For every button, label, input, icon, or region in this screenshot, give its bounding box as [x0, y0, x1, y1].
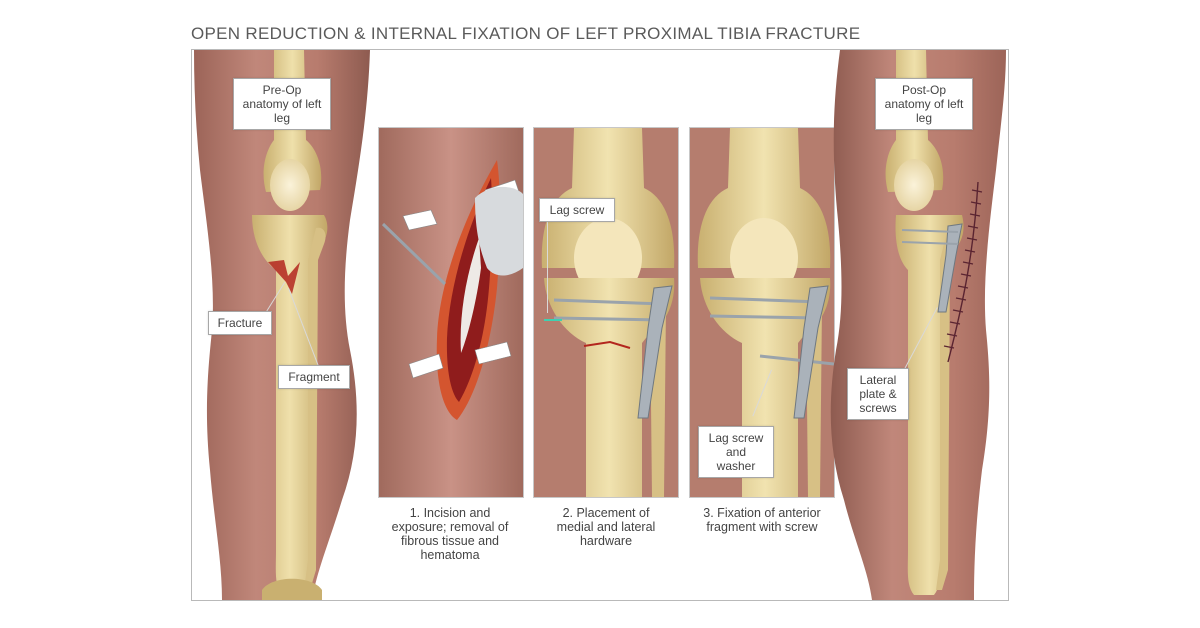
caption-step1: 1. Incision and exposure; removal of fib… — [391, 506, 509, 562]
label-fragment: Fragment — [278, 365, 350, 389]
label-lag-screw-washer: Lag screw and washer — [698, 426, 774, 478]
suture-line — [943, 181, 983, 363]
step1-panel — [378, 127, 524, 498]
illustration-frame: Pre-Op anatomy of left leg Fracture Frag… — [191, 49, 1009, 601]
caption-step2: 2. Placement of medial and lateral hardw… — [556, 506, 656, 548]
lag-screw-leader — [547, 221, 548, 313]
label-preop-anatomy: Pre-Op anatomy of left leg — [233, 78, 331, 130]
caption-step3: 3. Fixation of anterior fragment with sc… — [703, 506, 821, 534]
label-fracture: Fracture — [208, 311, 272, 335]
label-lag-screw: Lag screw — [539, 198, 615, 222]
step2-panel — [533, 127, 679, 498]
label-lateral-plate: Lateral plate & screws — [847, 368, 909, 420]
label-postop-anatomy: Post-Op anatomy of left leg — [875, 78, 973, 130]
page-title: OPEN REDUCTION & INTERNAL FIXATION OF LE… — [191, 24, 861, 43]
